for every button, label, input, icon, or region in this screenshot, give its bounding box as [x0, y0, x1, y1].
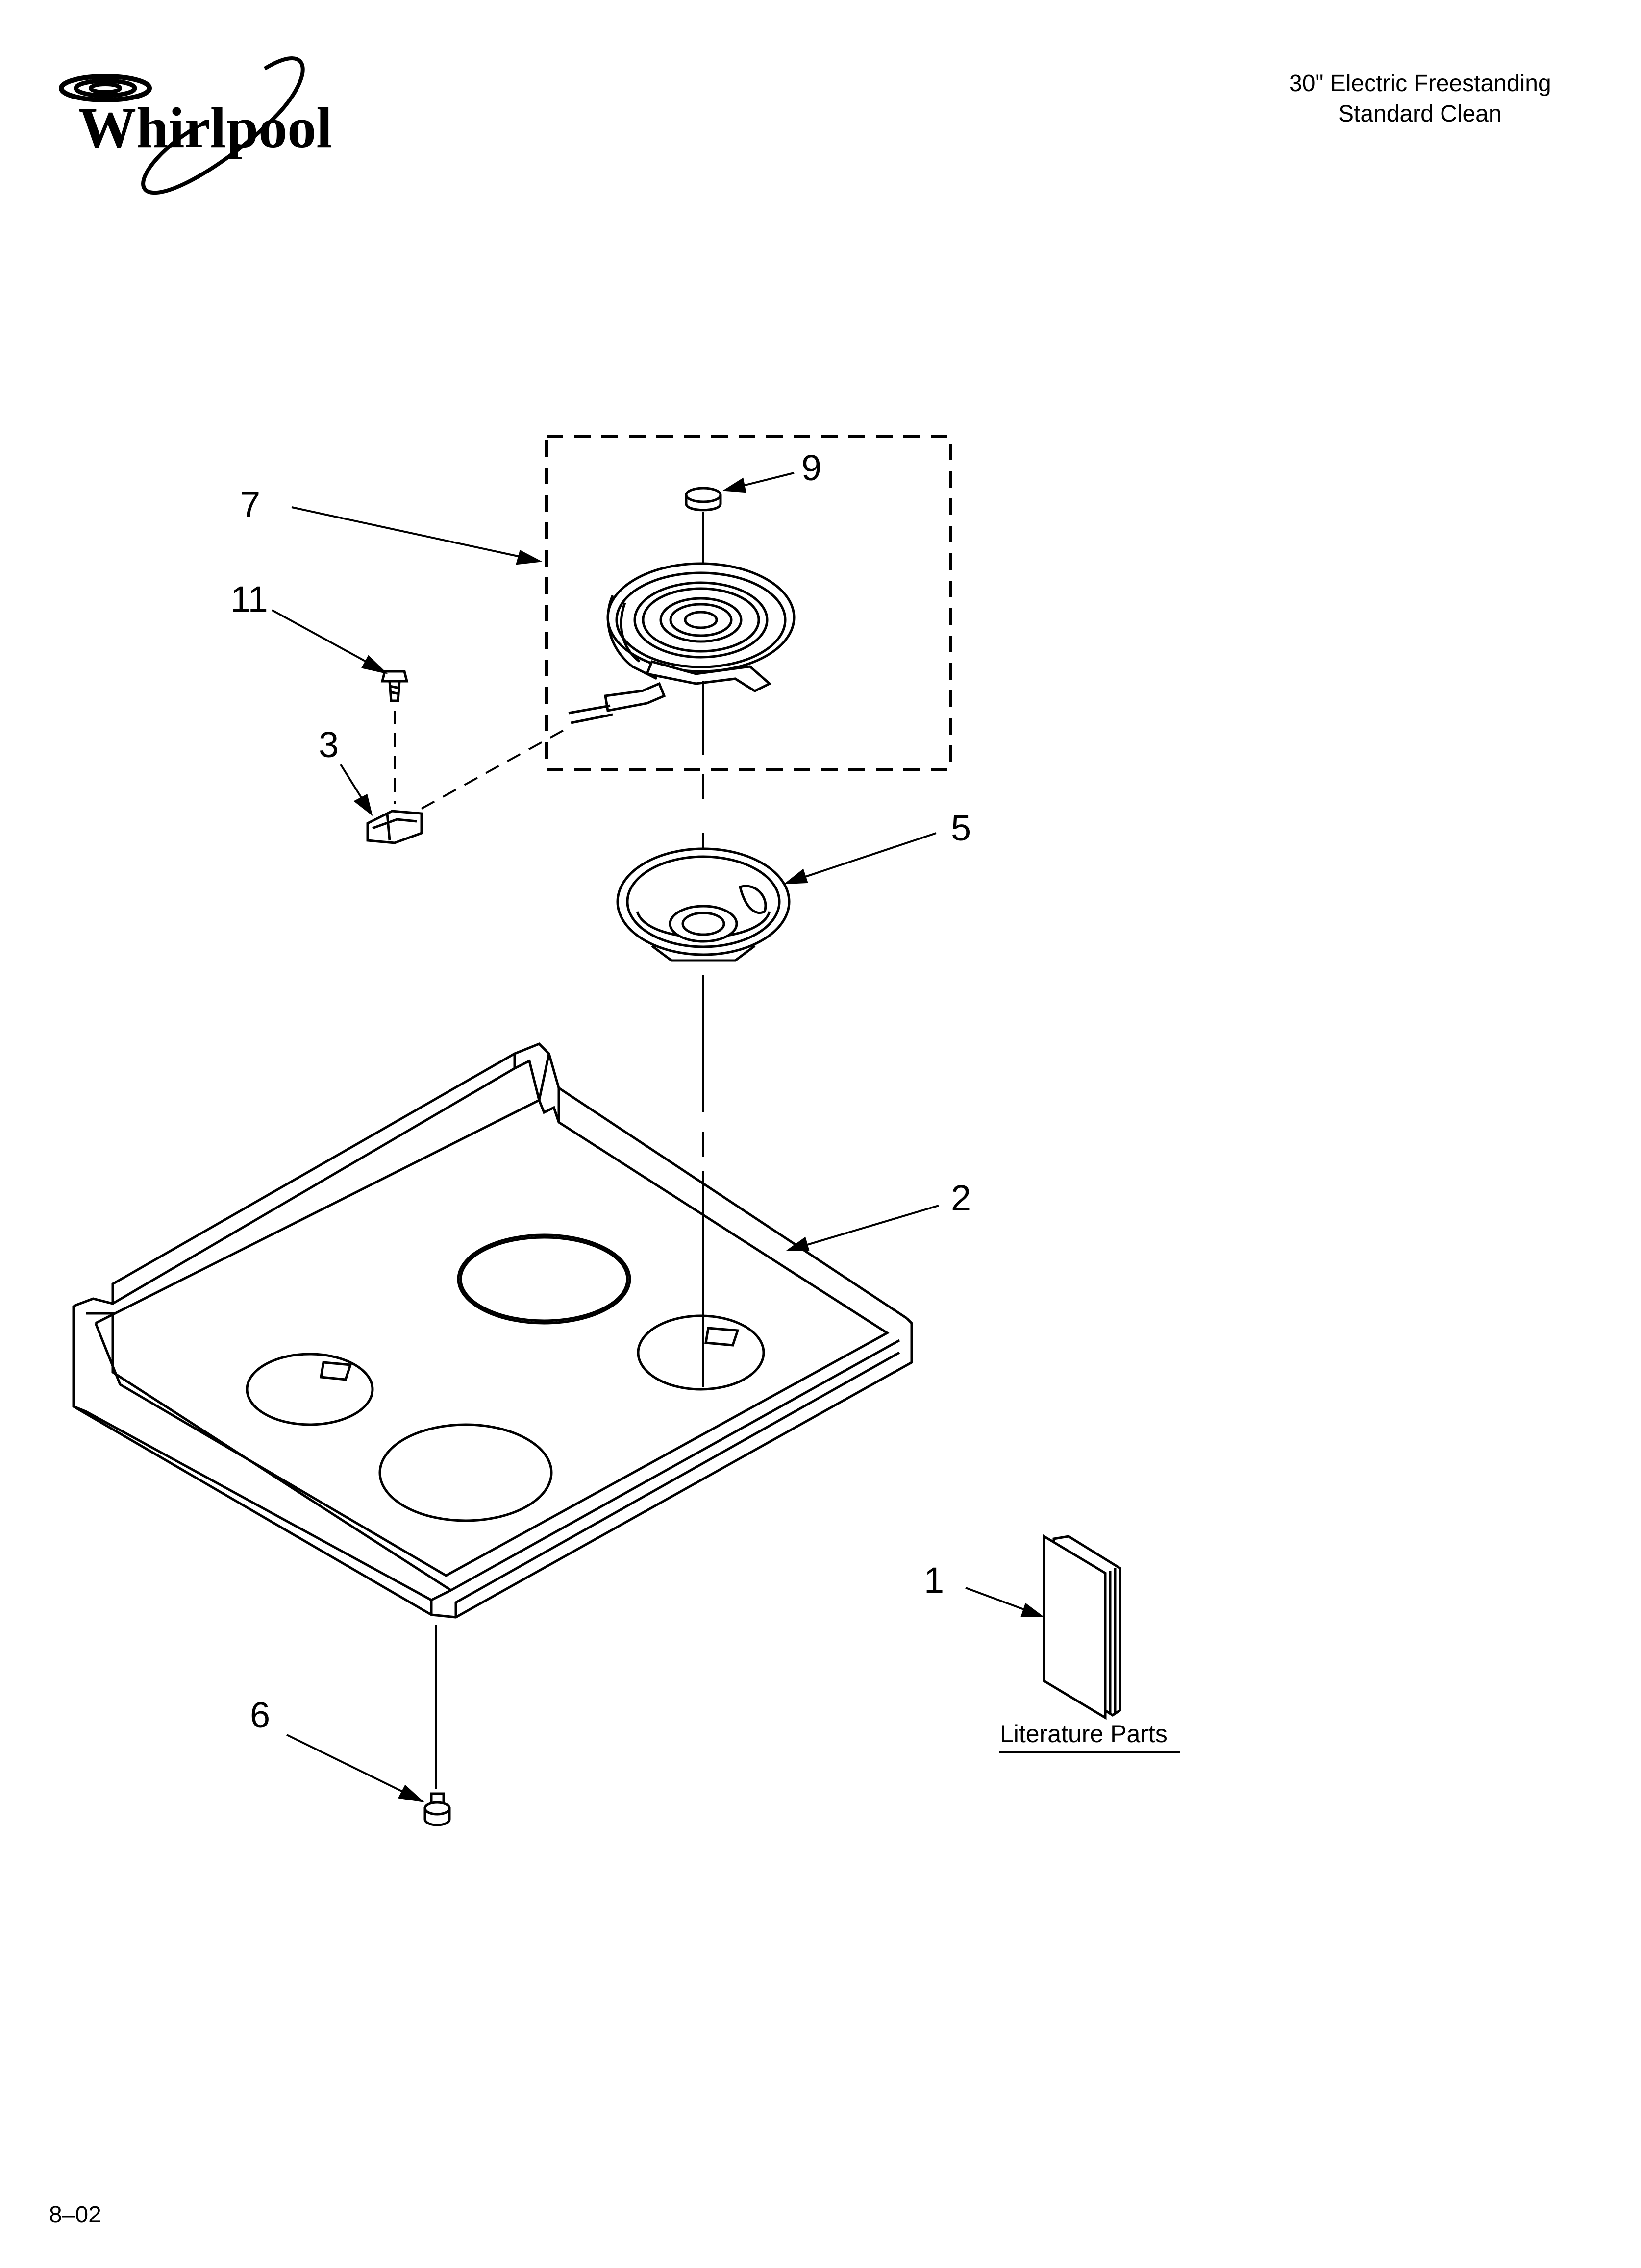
part-5-drip-bowl: [616, 847, 791, 962]
element-assembly-group-box: [545, 435, 952, 771]
callout-6: 6: [250, 1695, 270, 1735]
callout-11: 11: [230, 579, 268, 619]
part-1-literature-manual: [1043, 1534, 1121, 1720]
part-7-surface-element: [568, 562, 796, 724]
part-2-cooktop: [72, 1042, 913, 1619]
cooktop-burner-hole-front-small: [246, 1353, 374, 1426]
callout-leaders: [272, 472, 1044, 1802]
header-title-line1: 30" Electric Freestanding: [1289, 71, 1551, 97]
callout-5: 5: [951, 808, 971, 848]
cooktop-burner-hole-back-large: [457, 1233, 631, 1325]
callout-7: 7: [240, 484, 260, 525]
footer-date-code: 8–02: [49, 2202, 101, 2228]
literature-parts-label: Literature Parts: [1000, 1720, 1168, 1748]
part-9-element-cap: [685, 487, 722, 512]
callout-1: 1: [924, 1560, 944, 1601]
part-11-screw: [380, 670, 409, 702]
brand-wordmark: Whirlpool: [78, 96, 332, 160]
part-6-screw: [423, 1792, 451, 1826]
callout-9: 9: [801, 447, 821, 488]
cooktop-burner-hole-back-small: [637, 1314, 765, 1391]
swirl-emblem-icon: [59, 56, 305, 195]
header-title-line2: Standard Clean: [1338, 101, 1502, 127]
callout-3: 3: [319, 724, 339, 765]
callout-2: 2: [951, 1178, 971, 1218]
whirlpool-logo: Whirlpool: [59, 56, 332, 195]
part-3-terminal-block: [366, 810, 423, 844]
cooktop-burner-hole-front-large: [378, 1423, 553, 1522]
